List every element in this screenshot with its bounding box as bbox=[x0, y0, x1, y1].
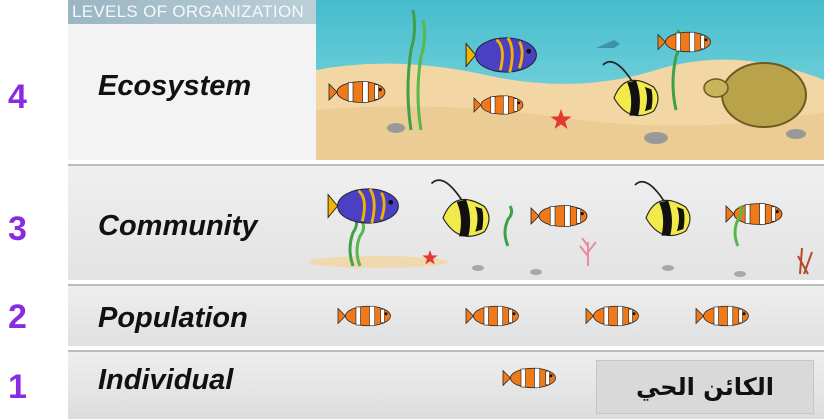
ecosystem-panel: LEVELS OF ORGANIZATION Ecosystem bbox=[68, 0, 824, 160]
rock-icon bbox=[786, 129, 806, 139]
rock-icon bbox=[387, 123, 405, 133]
small-fish-icon bbox=[596, 40, 620, 48]
starfish-icon bbox=[422, 250, 438, 265]
sea-turtle-icon bbox=[721, 62, 807, 128]
coral-icon bbox=[797, 247, 813, 275]
coral-icon bbox=[579, 237, 597, 266]
moorish-idol-icon bbox=[602, 61, 659, 117]
community-label: Community bbox=[98, 210, 258, 242]
moorish-idol-icon bbox=[634, 181, 691, 237]
arabic-annotation: الكائن الحي bbox=[636, 373, 774, 401]
arabic-annotation-box: الكائن الحي bbox=[596, 360, 814, 414]
community-panel: Community bbox=[68, 164, 824, 280]
clownfish-icon bbox=[657, 31, 711, 53]
seaweed-icon bbox=[406, 9, 417, 131]
clownfish-icon bbox=[585, 305, 639, 327]
clownfish-icon bbox=[473, 95, 524, 115]
community-scene bbox=[308, 179, 813, 277]
angelfish-icon bbox=[327, 188, 399, 224]
individual-scene bbox=[502, 367, 556, 389]
ecosystem-label: Ecosystem bbox=[98, 70, 252, 102]
clownfish-icon bbox=[695, 305, 749, 327]
individual-panel: Individual الكائن الحي bbox=[68, 350, 824, 419]
population-panel: Population bbox=[68, 284, 824, 346]
seaweed-icon bbox=[733, 205, 744, 247]
clownfish-icon bbox=[530, 205, 588, 227]
clownfish-icon bbox=[337, 305, 391, 327]
clownfish-icon bbox=[502, 367, 556, 389]
population-scene bbox=[337, 305, 749, 327]
clownfish-icon bbox=[725, 203, 783, 225]
starfish-icon bbox=[550, 109, 572, 129]
individual-label: Individual bbox=[98, 364, 234, 396]
ecosystem-scene bbox=[316, 0, 824, 160]
level-number-3: 3 bbox=[8, 210, 27, 248]
angelfish-icon bbox=[465, 37, 537, 73]
level-number-4: 4 bbox=[8, 78, 27, 116]
clownfish-icon bbox=[465, 305, 519, 327]
seaweed-icon bbox=[503, 205, 514, 247]
rock-icon bbox=[644, 132, 668, 144]
seaweed-icon bbox=[416, 19, 427, 131]
level-number-2: 2 bbox=[8, 298, 27, 336]
clownfish-icon bbox=[328, 81, 386, 103]
level-number-1: 1 bbox=[8, 368, 27, 406]
moorish-idol-icon bbox=[430, 179, 490, 237]
population-label: Population bbox=[98, 302, 248, 334]
diagram-title: LEVELS OF ORGANIZATION bbox=[72, 2, 305, 21]
seaweed-icon bbox=[355, 220, 366, 267]
